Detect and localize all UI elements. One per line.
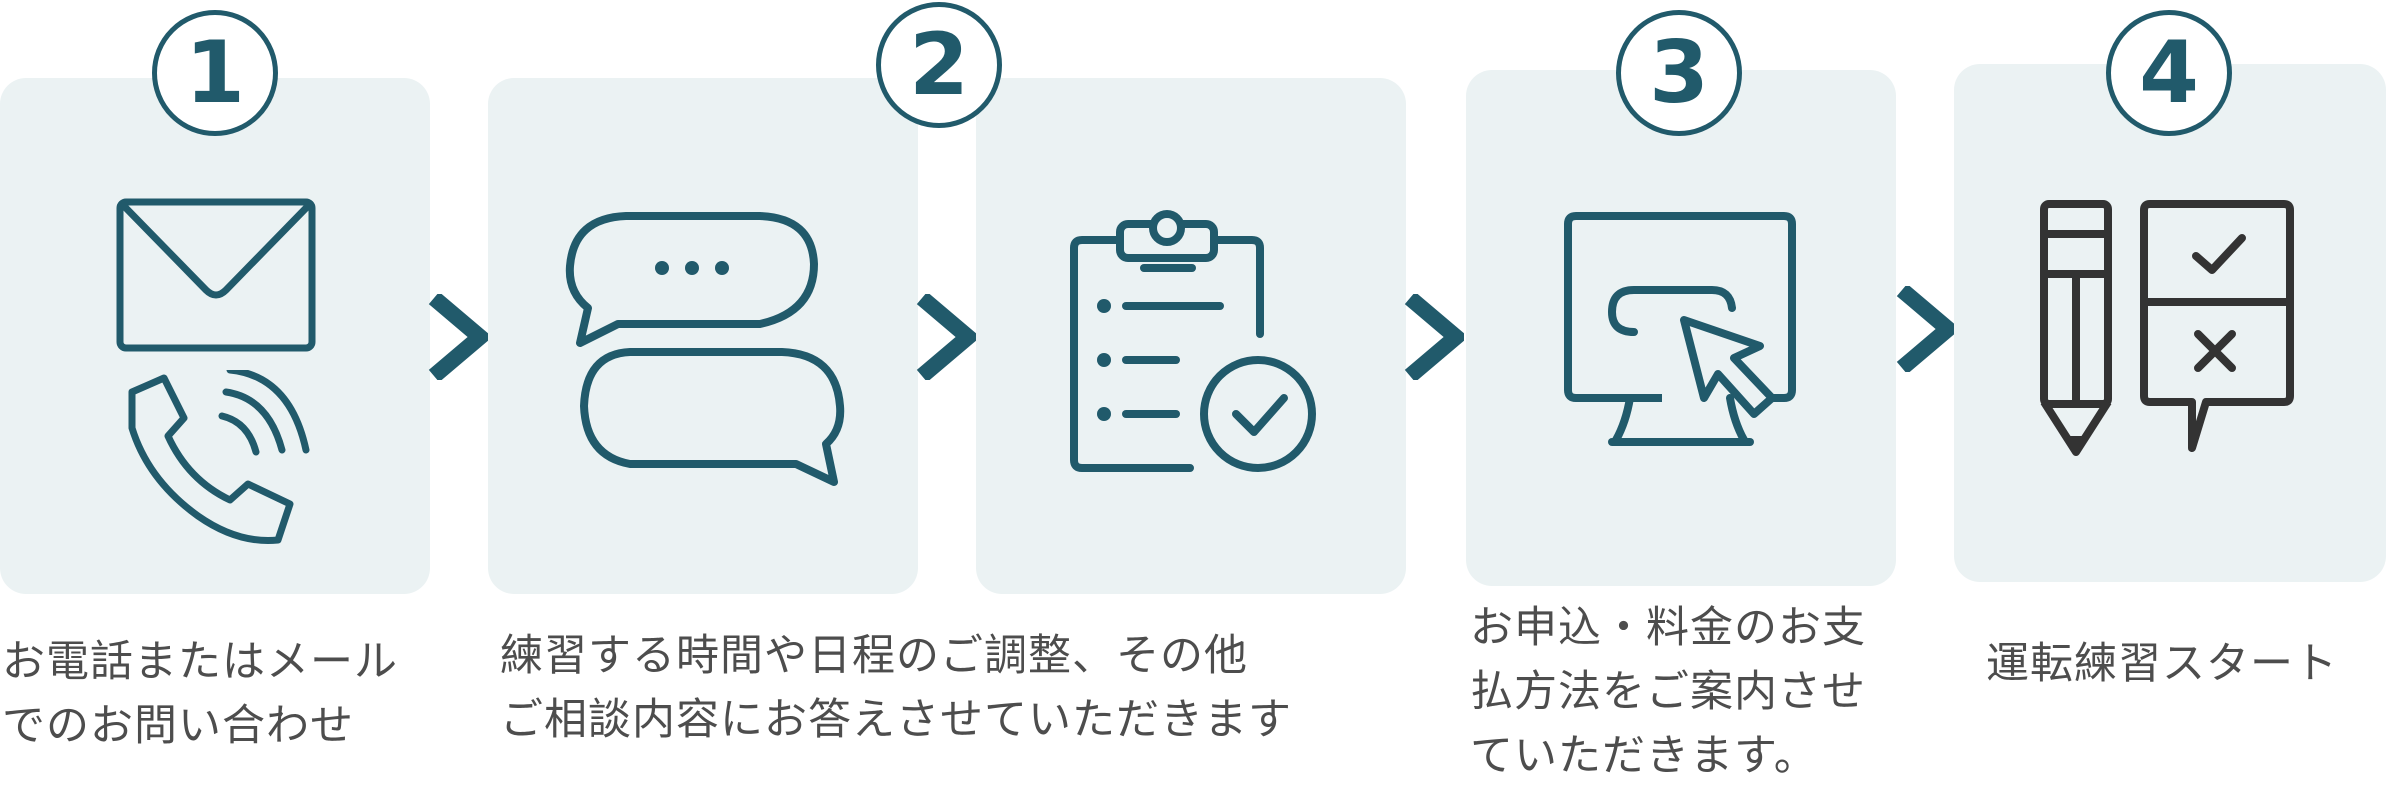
chevron-right-icon (1404, 294, 1464, 380)
step-1-caption: お電話またはメール でのお問い合わせ (2, 637, 398, 751)
monitor-click-icon (1564, 212, 1796, 446)
chevron-right-icon (428, 294, 488, 380)
step-1-number: 1 (152, 10, 278, 136)
step-4-card (1954, 64, 2386, 582)
chevron-right-icon (916, 294, 976, 380)
step-1-card (0, 78, 430, 594)
step-2-card-a (488, 78, 918, 594)
phone-icon (128, 370, 310, 544)
step-4-number: 4 (2106, 10, 2232, 136)
step-3-card (1466, 70, 1896, 586)
step-3-caption: お申込・料金のお支 払方法をご案内させ ていただきます。 (1470, 603, 1866, 781)
envelope-icon (116, 198, 316, 352)
chat-bubbles-icon (565, 212, 845, 486)
step-2-caption: 練習する時間や日程のご調整、その他 ご相談内容にお答えさせていただきます (500, 631, 1292, 745)
clipboard-check-icon (1070, 210, 1316, 472)
pencil-checklist-icon (2040, 200, 2294, 456)
step-2-number: 2 (876, 2, 1002, 128)
step-3-number: 3 (1616, 10, 1742, 136)
step-2-card-b (976, 78, 1406, 594)
chevron-right-icon (1896, 286, 1956, 372)
step-4-caption: 運転練習スタート (1986, 639, 2338, 689)
